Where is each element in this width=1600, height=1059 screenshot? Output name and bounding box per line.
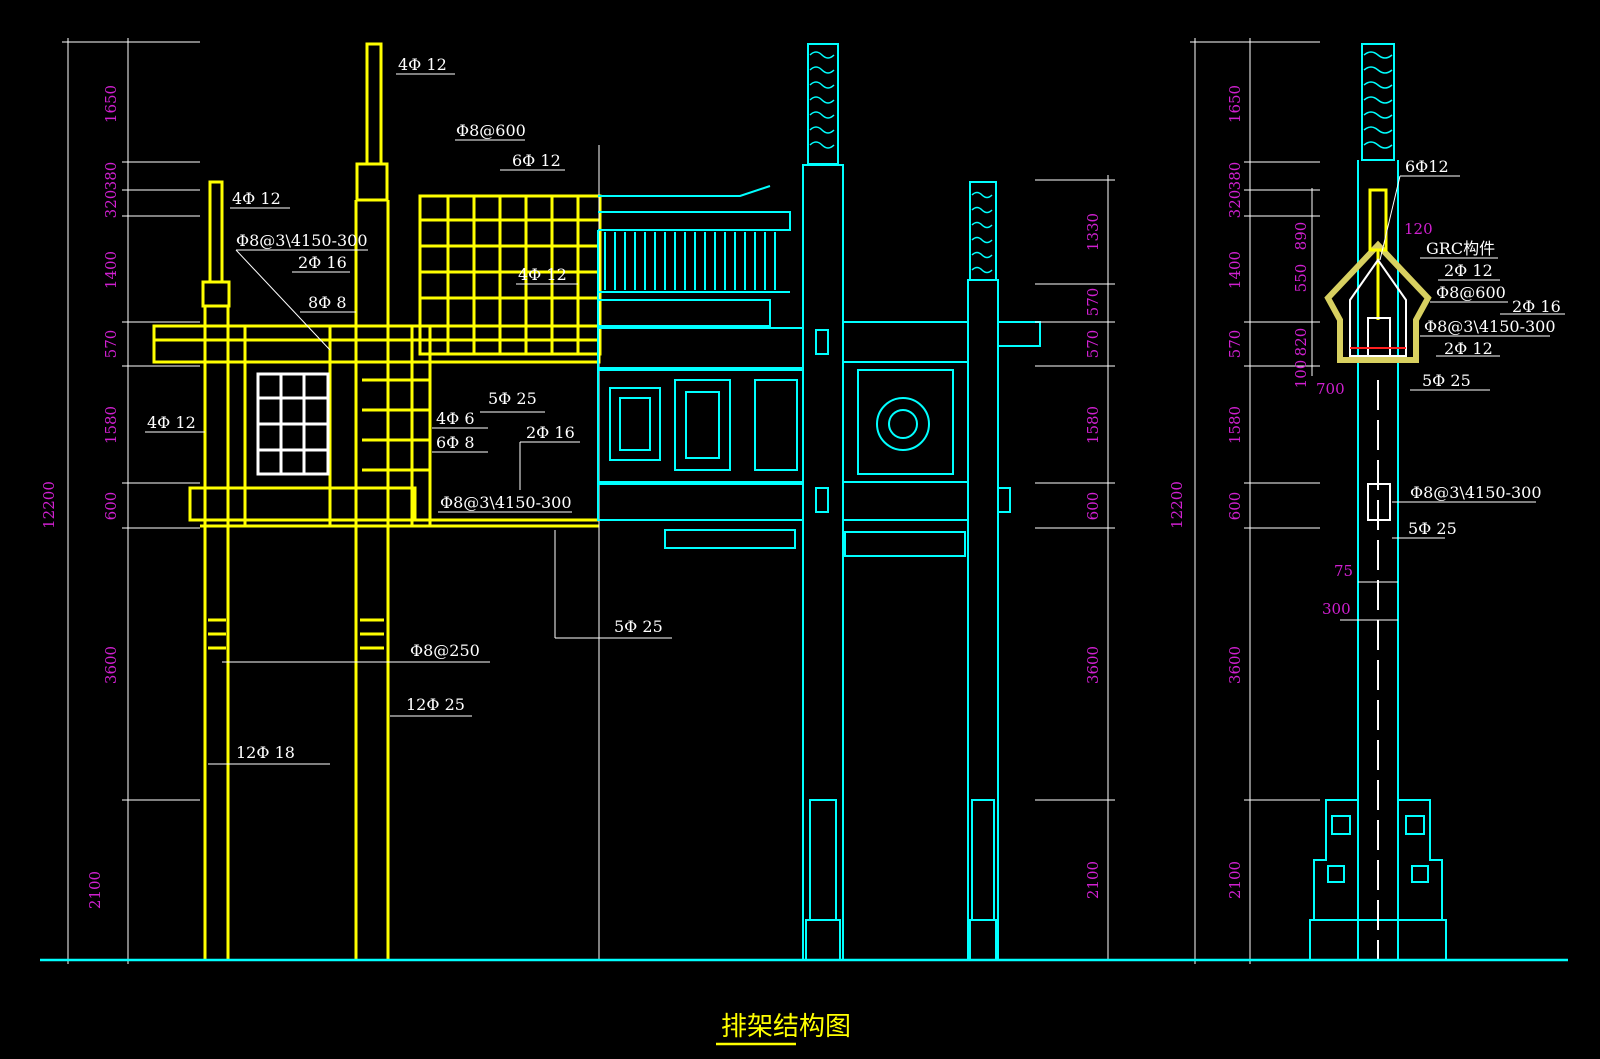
- label-twelve-phi25: 12Φ 25: [406, 695, 465, 714]
- side-inner-75: 75: [1334, 562, 1353, 580]
- side-dimension-chain: [1190, 38, 1320, 964]
- grc-roof: [1324, 240, 1432, 363]
- mid-dim-4: 1580: [1084, 406, 1102, 444]
- mid-dim-3: 570: [1084, 330, 1102, 359]
- side-dim-5: 570: [1226, 330, 1244, 359]
- side-dim-8: 3600: [1226, 646, 1244, 684]
- mid-dim-1: 1330: [1084, 213, 1102, 251]
- side-inner-700: 700: [1316, 380, 1345, 398]
- label-twelve-phi18: 12Φ 18: [236, 743, 295, 762]
- side-label-grc: GRC构件: [1426, 239, 1495, 258]
- side-leaders: [1311, 175, 1565, 621]
- side-inner-120: 120: [1404, 220, 1433, 238]
- side-label-stirrup-mid: Φ8@3\4150-300: [1410, 483, 1542, 502]
- left-overall-dim: 12200: [40, 481, 58, 529]
- side-overall-dim: 12200: [1168, 481, 1186, 529]
- side-inner-100: 100: [1292, 360, 1310, 389]
- side-inner-550: 550: [1292, 264, 1310, 293]
- left-dim-5: 570: [102, 330, 120, 359]
- label-left-post: 4Φ 12: [232, 189, 281, 208]
- side-label-five-phi25-a: 5Φ 25: [1422, 371, 1471, 390]
- side-dim-9: 2100: [1226, 861, 1244, 899]
- drawing-title: 排架结构图: [721, 1012, 851, 1042]
- left-dimension-chain: [62, 38, 200, 964]
- side-dim-7: 600: [1226, 492, 1244, 521]
- side-dim-4: 1400: [1226, 251, 1244, 289]
- label-stirrup-beam: Φ8@3\4150-300: [440, 493, 572, 512]
- mid-dim-5: 600: [1084, 492, 1102, 521]
- side-dim-6: 1580: [1226, 406, 1244, 444]
- label-two-phi16-b: 2Φ 16: [526, 423, 575, 442]
- side-inner-890: 890: [1292, 222, 1310, 251]
- label-top-bar: 4Φ 12: [398, 55, 447, 74]
- left-dim-6: 1580: [102, 406, 120, 444]
- mid-dim-6: 3600: [1084, 646, 1102, 684]
- side-inner-300: 300: [1322, 600, 1351, 618]
- side-inner-820: 820: [1292, 328, 1310, 357]
- side-label-stirrup-top: Φ8@3\4150-300: [1424, 317, 1556, 336]
- left-dim-8: 3600: [102, 646, 120, 684]
- left-dim-1: 1650: [102, 85, 120, 123]
- label-eight-phi8: 8Φ 8: [308, 293, 347, 312]
- label-four-phi12-mid: 4Φ 12: [147, 413, 196, 432]
- label-phi8-250: Φ8@250: [410, 641, 480, 660]
- rebar-frame: [152, 42, 602, 960]
- left-dim-7: 600: [102, 492, 120, 521]
- left-dim-2: 380: [102, 162, 120, 191]
- side-label-five-phi25-b: 5Φ 25: [1408, 519, 1457, 538]
- label-five-phi25-b: 5Φ 25: [614, 617, 663, 636]
- left-dim-4: 1400: [102, 251, 120, 289]
- side-label-six-phi12: 6Φ12: [1405, 157, 1449, 176]
- mid-dim-2: 570: [1084, 288, 1102, 317]
- front-leaders: [145, 73, 672, 765]
- side-dim-2: 380: [1226, 162, 1244, 191]
- label-four-phi12-roof: 4Φ 12: [518, 265, 567, 284]
- side-label-phi8-600: Φ8@600: [1436, 283, 1506, 302]
- label-six-phi8: 6Φ 8: [436, 433, 475, 452]
- label-phi8-600: Φ8@600: [456, 121, 526, 140]
- side-label-two-phi16: 2Φ 16: [1512, 297, 1561, 316]
- label-four-phi6: 4Φ 6: [436, 409, 475, 428]
- side-finial-texture: [1363, 51, 1393, 149]
- window-lattice: [256, 372, 330, 476]
- side-elevation: [1309, 43, 1447, 961]
- side-label-two-phi12-b: 2Φ 12: [1444, 339, 1493, 358]
- side-rebar-white: [1349, 258, 1407, 960]
- label-six-phi12: 6Φ 12: [512, 151, 561, 170]
- middle-dimension-chain: [1035, 175, 1115, 961]
- side-dim-3: 320: [1226, 190, 1244, 219]
- side-label-two-phi12-a: 2Φ 12: [1444, 261, 1493, 280]
- label-five-phi25-a: 5Φ 25: [488, 389, 537, 408]
- side-dim-1: 1650: [1226, 85, 1244, 123]
- left-dim-9: 2100: [86, 871, 104, 909]
- finial-texture: [809, 51, 993, 274]
- label-stirrup-top: Φ8@3\4150-300: [236, 231, 368, 250]
- front-elevation: [597, 43, 1041, 961]
- label-two-phi16-a: 2Φ 16: [298, 253, 347, 272]
- left-dim-3: 320: [102, 190, 120, 219]
- mid-dim-7: 2100: [1084, 861, 1102, 899]
